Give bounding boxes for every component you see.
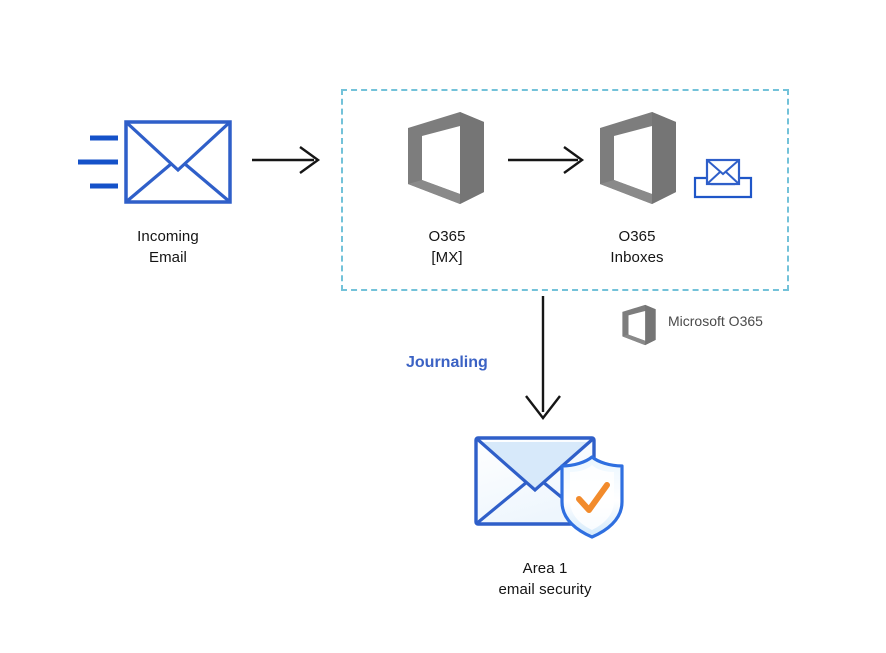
inbox-tray-node — [692, 156, 754, 200]
office-icon-side — [652, 112, 676, 204]
office-icon-page — [614, 126, 652, 194]
area1-envelope-paper — [480, 442, 590, 488]
office-icon-wedge — [622, 334, 646, 346]
inbox-envelope-fold-right — [725, 171, 740, 185]
o365-mx-node — [404, 110, 488, 206]
office-icon-page — [422, 126, 460, 194]
envelope-shield-check-icon — [474, 436, 624, 539]
office-icon-page — [628, 311, 646, 341]
o365-inboxes-label: O365 Inboxes — [610, 228, 664, 266]
arrow-head — [525, 395, 561, 420]
envelope-fold-left — [124, 162, 173, 204]
check-icon — [576, 482, 610, 513]
arrow-inboxes-to-area1 — [505, 296, 581, 422]
office-icon-side — [645, 304, 656, 346]
area1-envelope-flap — [474, 436, 596, 493]
envelope-fold-right — [183, 162, 232, 204]
area1-email-security-node — [470, 432, 630, 542]
office-icon-side — [460, 112, 484, 204]
envelope-flap — [124, 120, 232, 173]
area1-label: Area 1 email security — [498, 560, 592, 598]
arrow-head — [563, 146, 585, 174]
inbox-envelope-flap — [706, 159, 740, 176]
office-365-icon — [600, 112, 676, 204]
o365-inboxes-node — [596, 110, 680, 206]
inbox-tray-envelope-icon — [693, 158, 753, 199]
incoming-email-label: Incoming Email — [137, 228, 199, 266]
shield-inner — [570, 465, 614, 530]
arrow-mx-to-inboxes — [508, 140, 588, 180]
legend-office-365-icon — [620, 304, 658, 346]
area1-envelope-fold-left — [474, 480, 529, 526]
legend-label: Microsoft O365 — [668, 313, 763, 329]
o365-boundary-region — [341, 89, 789, 291]
arrow-incoming-to-mx — [252, 140, 324, 180]
envelope-icon — [78, 120, 232, 204]
office-365-icon — [408, 112, 484, 204]
office-icon-wedge — [600, 180, 652, 204]
inbox-envelope-fold-left — [706, 171, 721, 185]
journaling-label: Journaling — [406, 354, 488, 371]
office-icon-wedge — [408, 180, 460, 204]
office-365-icon — [622, 304, 656, 346]
arrow-head — [299, 146, 321, 174]
incoming-email-node — [78, 118, 258, 210]
o365-mx-label: O365 [MX] — [428, 228, 466, 266]
